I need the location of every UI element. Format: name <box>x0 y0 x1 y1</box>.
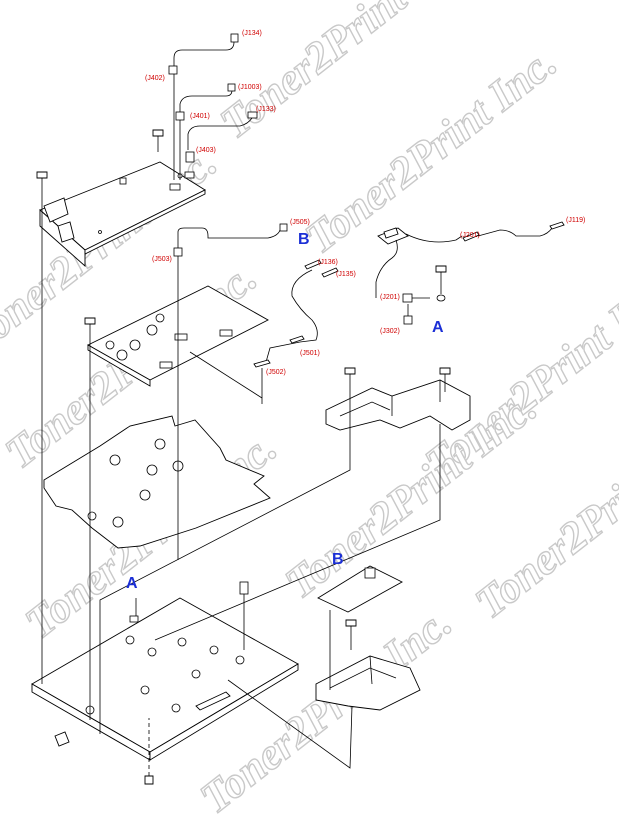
middle-pcb-assembly <box>84 223 339 399</box>
marker-a-right: A <box>432 319 444 336</box>
label-j502: (J502) <box>266 369 286 376</box>
top-pcb-assembly <box>36 33 258 268</box>
bottom-chassis <box>31 581 299 785</box>
marker-b-top: B <box>298 231 310 248</box>
label-j201-left: (J201) <box>380 294 400 301</box>
insulating-sheet <box>43 415 271 549</box>
label-j133: (J133) <box>256 106 276 113</box>
label-j136: (J136) <box>318 259 338 266</box>
marker-b-bottom: B <box>332 551 344 568</box>
label-j505: (J505) <box>290 219 310 226</box>
label-j201-top: (J201) <box>460 232 480 239</box>
assembly-lines <box>41 192 441 769</box>
label-j135: (J135) <box>336 271 356 278</box>
label-j401: (J401) <box>190 113 210 120</box>
small-pcb-b <box>315 565 421 711</box>
label-j402: (J402) <box>145 75 165 82</box>
label-j503: (J503) <box>152 256 172 263</box>
right-bracket-assembly <box>325 221 565 431</box>
label-j119: (J119) <box>566 217 585 224</box>
label-j302: (J302) <box>380 328 400 335</box>
marker-a-left: A <box>126 575 138 592</box>
label-j501: (J501) <box>300 350 320 357</box>
label-j134: (J134) <box>242 30 262 37</box>
label-j403: (J403) <box>196 147 216 154</box>
label-j1003: (J1003) <box>238 84 262 91</box>
